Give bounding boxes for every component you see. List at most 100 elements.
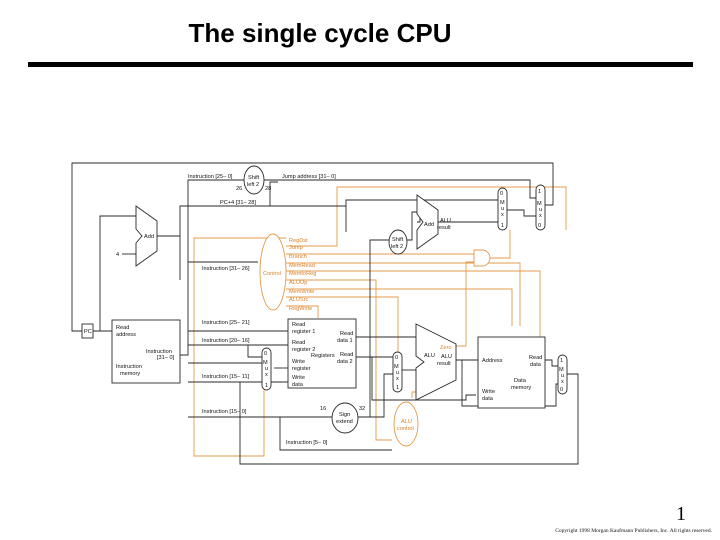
svg-text:0: 0 (560, 387, 563, 393)
svg-text:Add: Add (144, 234, 154, 240)
svg-text:ALU: ALU (401, 419, 412, 425)
svg-text:Instruction: Instruction (116, 364, 142, 370)
register-file: Read register 1 Read register 2 Register… (287, 318, 357, 389)
svg-text:Jump: Jump (289, 245, 303, 251)
svg-text:Instruction [5– 0]: Instruction [5– 0] (286, 440, 328, 446)
memtoreg-mux: 1 M u x 0 (557, 354, 568, 395)
svg-text:Read: Read (292, 340, 305, 346)
svg-text:[31– 0]: [31– 0] (157, 355, 175, 361)
svg-text:Instruction [15– 11]: Instruction [15– 11] (202, 374, 250, 380)
copyright-notice: Copyright 1998 Morgan Kaufmann Publisher… (555, 528, 712, 534)
svg-text:M: M (394, 364, 399, 370)
svg-text:1: 1 (396, 385, 399, 391)
svg-text:Zero: Zero (440, 345, 452, 351)
title-rule (28, 62, 693, 67)
svg-text:Branch: Branch (289, 254, 307, 260)
shift-left-branch: Shift left 2 (388, 229, 408, 255)
instruction-field-labels: Instruction [25– 21] Instruction [20– 16… (202, 320, 328, 446)
svg-text:0: 0 (395, 355, 398, 361)
svg-text:4: 4 (116, 252, 119, 258)
jump-address-label: Jump address [31– 0] (282, 174, 336, 180)
instruction-memory: Read address Instruction [31– 0] Instruc… (111, 319, 181, 384)
jump-mux: 1 M u x 0 (535, 184, 546, 231)
instruction-25-0-label: Instruction [25– 0] (188, 174, 233, 180)
svg-text:control: control (397, 426, 414, 432)
svg-text:u: u (265, 366, 268, 372)
svg-text:M: M (559, 367, 564, 373)
svg-text:ALU: ALU (440, 218, 451, 224)
svg-text:u: u (561, 373, 564, 379)
svg-text:Instruction [20– 16]: Instruction [20– 16] (202, 338, 250, 344)
svg-text:register 2: register 2 (292, 347, 315, 353)
svg-text:register 1: register 1 (292, 329, 315, 335)
svg-text:0: 0 (264, 351, 267, 357)
alusrc-mux: 0 M u x 1 (392, 351, 403, 393)
svg-text:x: x (265, 372, 268, 378)
svg-text:Write: Write (292, 375, 305, 381)
svg-text:u: u (396, 370, 399, 376)
branch-adder: Add ALU result (416, 194, 451, 250)
main-alu: ALU Zero ALU result (415, 323, 457, 401)
svg-text:data 1: data 1 (337, 338, 353, 344)
svg-text:M: M (537, 201, 542, 207)
svg-text:x: x (539, 213, 542, 219)
svg-text:memory: memory (511, 385, 531, 391)
svg-text:RegDst: RegDst (289, 238, 308, 244)
pc-adder: Add 4 (116, 205, 158, 267)
svg-text:Instruction [25– 21]: Instruction [25– 21] (202, 320, 250, 326)
svg-text:PC: PC (84, 329, 92, 335)
data-memory: Address Read data Data memory Write data (477, 336, 546, 409)
svg-text:result: result (437, 225, 451, 231)
svg-text:Instruction [31– 26]: Instruction [31– 26] (202, 266, 250, 272)
sign-extend: Sign extend 16 32 (320, 402, 365, 434)
shift-left-jump: Shift left 2 26 28 (236, 165, 271, 195)
svg-text:1: 1 (501, 223, 504, 229)
svg-text:x: x (501, 212, 504, 218)
svg-text:memory: memory (120, 371, 140, 377)
svg-text:Data: Data (514, 378, 527, 384)
svg-text:extend: extend (336, 419, 353, 425)
svg-text:left 2: left 2 (247, 182, 259, 188)
svg-text:MemRead: MemRead (289, 263, 315, 269)
svg-text:1: 1 (265, 383, 268, 389)
regdst-mux: 0 M u x 1 (261, 347, 272, 391)
svg-text:result: result (437, 361, 451, 367)
svg-text:Write: Write (482, 389, 495, 395)
svg-text:x: x (561, 379, 564, 385)
svg-text:MemWrite: MemWrite (289, 289, 314, 295)
svg-text:Shift: Shift (392, 237, 404, 243)
svg-text:data: data (292, 382, 304, 388)
svg-text:Read: Read (529, 355, 542, 361)
svg-text:MemtoReg: MemtoReg (289, 271, 316, 277)
svg-text:address: address (116, 332, 136, 338)
svg-text:1: 1 (538, 189, 541, 195)
alu-control: ALU control (393, 401, 419, 447)
svg-text:M: M (500, 200, 505, 206)
svg-text:28: 28 (265, 186, 271, 192)
svg-text:ALUSrc: ALUSrc (289, 297, 308, 303)
svg-text:data 2: data 2 (337, 359, 353, 365)
svg-text:Instruction: Instruction (146, 349, 172, 355)
svg-text:Shift: Shift (248, 175, 260, 181)
svg-text:left 2: left 2 (391, 244, 403, 250)
svg-text:0: 0 (538, 223, 541, 229)
svg-text:Write: Write (292, 359, 305, 365)
svg-text:x: x (396, 376, 399, 382)
svg-text:register: register (292, 366, 311, 372)
page-number: 1 (676, 503, 686, 525)
svg-text:Instruction [15– 0]: Instruction [15– 0] (202, 409, 247, 415)
svg-text:Sign: Sign (339, 412, 350, 418)
svg-text:ALUOp: ALUOp (289, 280, 307, 286)
svg-text:Registers: Registers (311, 353, 335, 359)
svg-text:26: 26 (236, 186, 242, 192)
datapath-wires (71, 162, 579, 465)
svg-text:Add: Add (424, 222, 434, 228)
svg-text:16: 16 (320, 406, 326, 412)
svg-text:u: u (501, 206, 504, 212)
svg-text:Control: Control (263, 271, 281, 277)
branch-and-gate (473, 249, 491, 267)
svg-text:32: 32 (359, 406, 365, 412)
svg-text:Read: Read (116, 325, 129, 331)
svg-text:ALU: ALU (441, 354, 452, 360)
